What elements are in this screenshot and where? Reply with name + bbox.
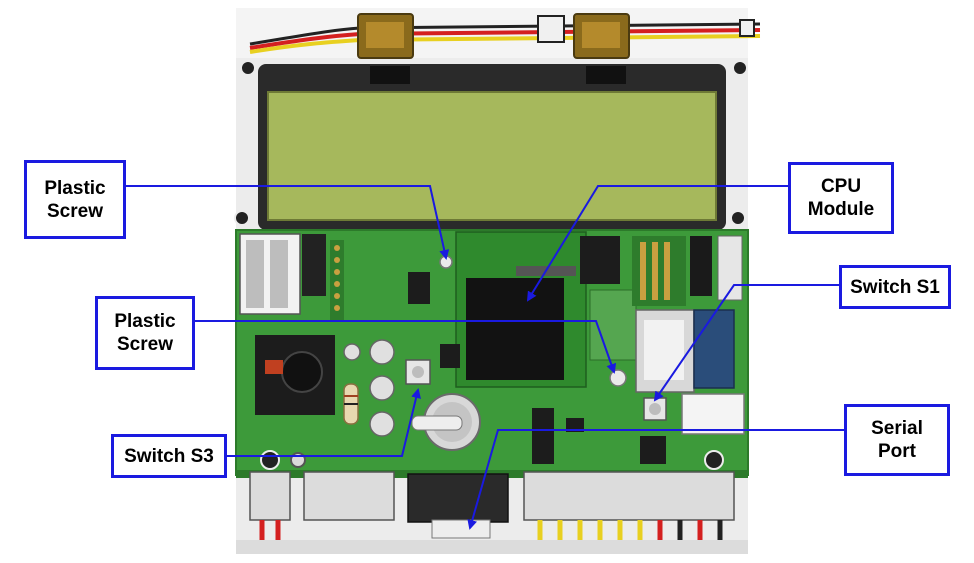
callout-plastic-screw-left: Plastic Screw bbox=[95, 296, 195, 370]
left-header-connector bbox=[239, 233, 326, 315]
switch-s3-button bbox=[405, 359, 431, 385]
cpu-module-chip bbox=[455, 231, 637, 388]
bottom-shadow bbox=[236, 540, 748, 554]
card-slot bbox=[635, 309, 735, 393]
switch-s1-button bbox=[643, 393, 745, 435]
callout-switch-s1: Switch S1 bbox=[839, 265, 951, 309]
ic-chip bbox=[408, 272, 666, 464]
leader-line-switch-s1 bbox=[653, 284, 839, 402]
pin-header bbox=[330, 240, 344, 320]
callout-cpu-module: CPU Module bbox=[788, 162, 894, 234]
coin-battery bbox=[411, 393, 481, 451]
resistor bbox=[343, 383, 359, 425]
callout-plastic-screw-top: Plastic Screw bbox=[24, 160, 126, 239]
callout-serial-port: Serial Port bbox=[844, 404, 950, 476]
leader-line-serial-port bbox=[467, 429, 844, 530]
leader-line-cpu-module bbox=[526, 185, 788, 302]
leader-line-plastic-screw-top bbox=[126, 185, 450, 260]
leader-line-plastic-screw-left bbox=[195, 320, 617, 374]
lcd-display bbox=[258, 64, 726, 230]
mounting-screw-icon bbox=[234, 60, 748, 226]
top-cable-harness bbox=[249, 13, 761, 59]
electrolytic-capacitor bbox=[343, 339, 395, 437]
right-pin-header bbox=[632, 235, 743, 306]
leader-line-switch-s3 bbox=[227, 388, 421, 457]
power-inductor bbox=[255, 335, 335, 415]
callout-switch-s3: Switch S3 bbox=[111, 434, 227, 478]
